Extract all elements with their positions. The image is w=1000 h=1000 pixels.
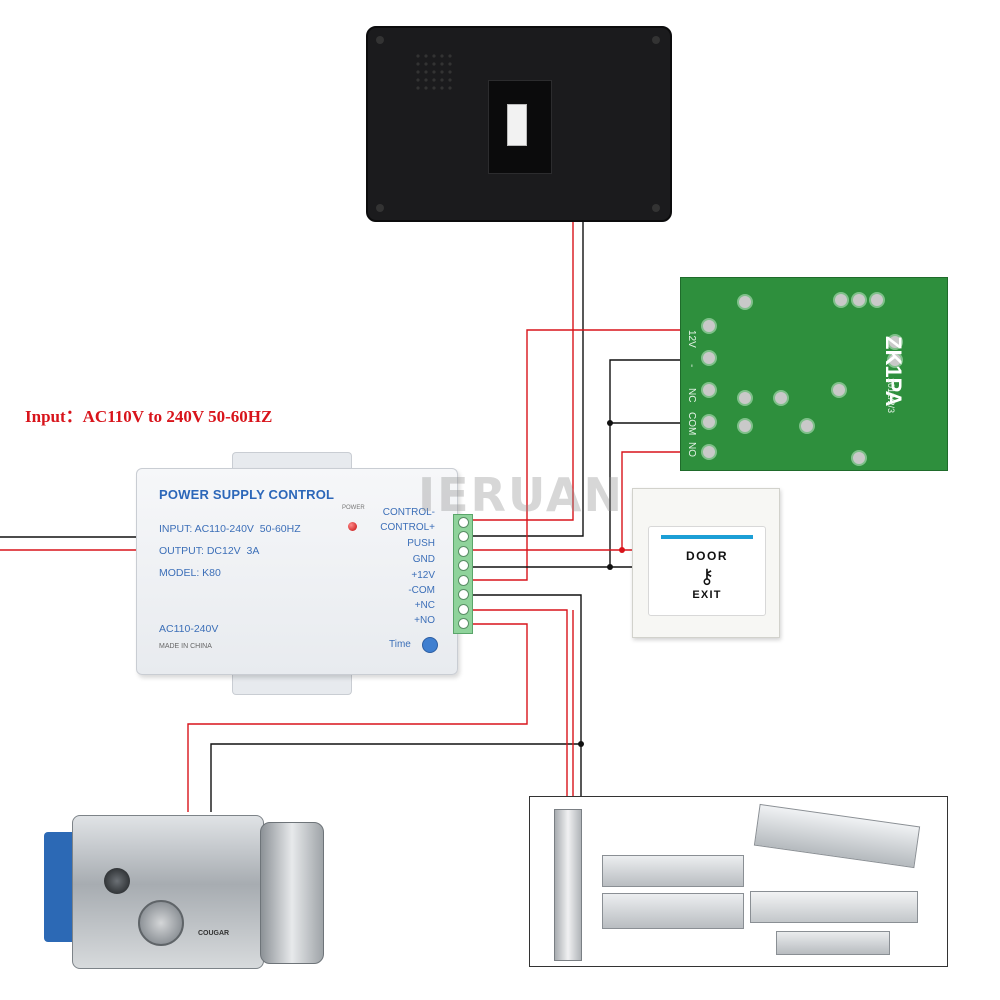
drop-bolt-lock-image (753, 803, 921, 869)
electric-lock-latch (260, 822, 324, 964)
pcb-pad (737, 294, 753, 310)
exit-button: DOOR ⚷ EXIT (648, 526, 766, 616)
pcb-pad (851, 292, 867, 308)
pcb-pad (869, 292, 885, 308)
psu-made-in: MADE IN CHINA (159, 643, 212, 650)
terminal-label-com: -COM (408, 585, 435, 596)
speaker-grille-icon (416, 54, 452, 90)
lock-no-wire (187, 623, 528, 812)
pcb-pad (773, 390, 789, 406)
pcb-pad (851, 450, 867, 466)
pcb-pad (887, 334, 903, 350)
screw-terminal-icon (458, 604, 469, 615)
exit-button-exit-label: EXIT (692, 589, 722, 601)
terminal-label-no: +NO (414, 615, 435, 626)
pcb-pad (887, 352, 903, 368)
input-voltage-label: Input：AC110V to 240V 50-60HZ (25, 407, 273, 426)
pin-label-com: COM (686, 412, 697, 436)
bolt-lock-plate-image (602, 893, 744, 929)
exit-button-stripe (661, 535, 753, 539)
screw-icon (652, 36, 660, 44)
pin-label-gnd: - (686, 364, 697, 368)
screw-icon (376, 204, 384, 212)
key-icon: ⚷ (699, 566, 715, 588)
lock-knob-icon (104, 868, 130, 894)
screw-terminal-icon (458, 575, 469, 586)
psu-mount-tab (232, 672, 352, 695)
time-adjust-knob-icon (422, 637, 438, 653)
electric-lock-body (72, 815, 264, 969)
pcb-pad (831, 382, 847, 398)
pin-no-pad (701, 444, 717, 460)
terminal-label-nc: +NC (414, 600, 435, 611)
junction-dot (578, 741, 584, 747)
pin-12v-pad (701, 318, 717, 334)
junction-dot (619, 547, 625, 553)
pin-gnd-pad (701, 350, 717, 366)
pcb-pad (799, 418, 815, 434)
screw-terminal-icon (458, 531, 469, 542)
pcb-pad (737, 418, 753, 434)
pin-label-nc: NC (686, 388, 697, 403)
junction-dot (607, 420, 613, 426)
relay-board: 12V - NC COM NO ZK1PA 2012/2/3 (680, 277, 948, 471)
terminal-block (453, 514, 473, 634)
relay-gnd-wire (470, 359, 705, 568)
magnetic-lock-armature-image (776, 931, 890, 955)
screw-terminal-icon (458, 618, 469, 629)
terminal-label-12v: +12V (411, 570, 435, 581)
bolt-lock-image (602, 855, 744, 887)
psu-output-spec: OUTPUT: DC12V 3A (159, 545, 260, 557)
psu-led-label: POWER (342, 505, 365, 511)
terminal-label-control-minus: CONTROL- (382, 507, 435, 518)
electric-strike-image (554, 809, 582, 961)
power-led-icon (348, 522, 357, 531)
screw-terminal-icon (458, 589, 469, 600)
time-label: Time (389, 639, 411, 650)
lock-blue-cover (44, 832, 76, 942)
access-reader (366, 26, 672, 222)
screw-terminal-icon (458, 517, 469, 528)
psu-ac-label: AC110-240V (159, 623, 219, 635)
screw-icon (652, 204, 660, 212)
terminal-label-control-plus: CONTROL+ (380, 522, 435, 533)
terminal-label-push: PUSH (407, 538, 435, 549)
reader-connector (507, 104, 527, 146)
power-supply-unit: POWER SUPPLY CONTROL INPUT: AC110-240V 5… (136, 468, 458, 675)
psu-model: MODEL: K80 (159, 567, 221, 579)
lock-nc-wire (470, 609, 568, 796)
screw-terminal-icon (458, 560, 469, 571)
watermark: IERUAN (418, 468, 624, 522)
relay-date-label: 2012/2/3 (886, 378, 896, 414)
psu-title: POWER SUPPLY CONTROL (159, 487, 335, 502)
key-cylinder-icon (138, 900, 184, 946)
exit-button-door-label: DOOR (686, 549, 728, 563)
screw-terminal-icon (458, 546, 469, 557)
terminal-label-gnd: GND (412, 554, 435, 565)
pin-label-12v: 12V (686, 330, 697, 348)
pin-com-pad (701, 414, 717, 430)
pcb-pad (833, 292, 849, 308)
psu-mount-tab (232, 452, 352, 473)
pin-label-no: NO (686, 442, 697, 457)
pcb-pad (737, 390, 753, 406)
psu-input-spec: INPUT: AC110-240V 50-60HZ (159, 523, 301, 535)
lock-options-panel (529, 796, 948, 967)
relay-12v-wire (470, 329, 705, 581)
relay-no-wire (470, 451, 705, 551)
junction-dot (607, 564, 613, 570)
lock-brand: COUGAR (198, 930, 230, 937)
pin-nc-pad (701, 382, 717, 398)
screw-icon (376, 36, 384, 44)
magnetic-lock-image (750, 891, 918, 923)
